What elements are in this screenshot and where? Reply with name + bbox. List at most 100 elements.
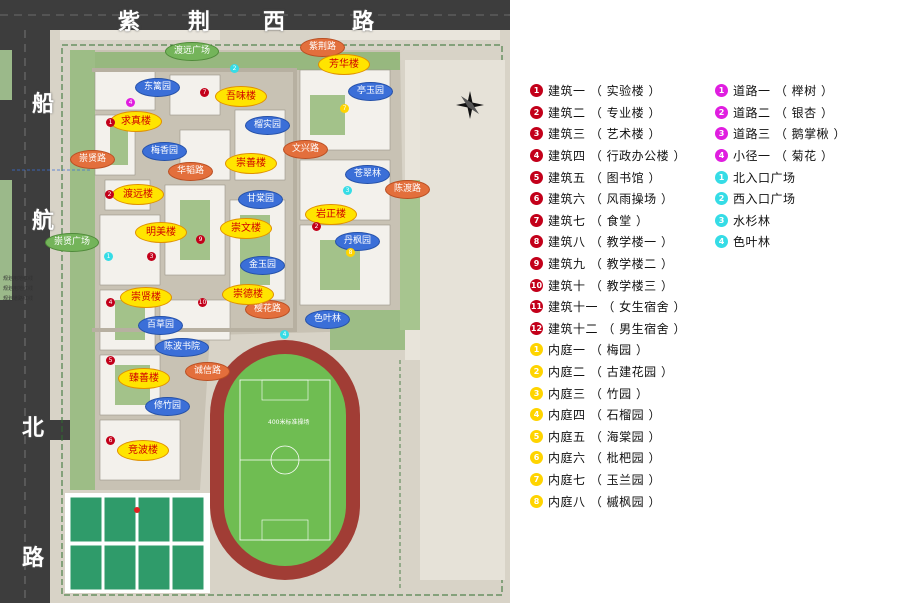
plaza-marker: 2 — [230, 64, 239, 73]
legend-label: 道路三 （ 鹅掌楸 ） — [733, 127, 846, 142]
legend-label: 建筑三 （ 艺术楼 ） — [548, 127, 661, 142]
legend-label: 色叶林 — [733, 235, 771, 250]
building-tag[interactable]: 岩正楼 — [305, 204, 357, 225]
building-tag[interactable]: 崇善楼 — [225, 153, 277, 174]
compass-icon — [456, 91, 484, 119]
garden-tag[interactable]: 百草园 — [138, 316, 184, 335]
building-marker: 3 — [147, 252, 156, 261]
legend-marker-icon: 3 — [530, 127, 543, 141]
legend-marker-icon: 12 — [530, 321, 543, 335]
building-marker: 5 — [106, 356, 115, 365]
road-tag[interactable]: 华韬路 — [168, 162, 214, 181]
road-tag[interactable]: 陈渡路 — [385, 180, 431, 199]
road-tag[interactable]: 文兴路 — [283, 140, 329, 159]
building-tag[interactable]: 崇贤楼 — [120, 287, 172, 308]
building-tag[interactable]: 渡远楼 — [112, 184, 164, 205]
garden-tag[interactable]: 丹枫园 — [335, 232, 381, 251]
legend-label: 建筑四 （ 行政办公楼 ） — [548, 149, 686, 164]
building-tag[interactable]: 臻善楼 — [118, 368, 170, 389]
plaza-marker: 3 — [343, 186, 352, 195]
plaza-tag[interactable]: 崇贤广场 — [45, 233, 100, 252]
building-marker: 10 — [198, 298, 207, 307]
legend-marker-icon: 4 — [715, 235, 728, 249]
plaza-tag[interactable]: 渡远广场 — [165, 42, 220, 61]
legend-label: 内庭七 （ 玉兰园 ） — [548, 472, 661, 487]
road-label-char: 西 — [263, 10, 286, 35]
legend-marker-icon: 7 — [530, 213, 543, 227]
legend-label: 建筑十一 （ 女生宿舍 ） — [548, 300, 686, 315]
road-label-char: 船 — [32, 92, 55, 117]
building-marker: 4 — [106, 298, 115, 307]
road-tag[interactable]: 诚信路 — [185, 362, 231, 381]
garden-tag[interactable]: 修竹园 — [145, 397, 191, 416]
road-label-char: 路 — [352, 10, 375, 35]
legend-label: 道路一 （ 榉树 ） — [733, 84, 834, 99]
legend-label: 内庭一 （ 梅园 ） — [548, 343, 649, 358]
garden-tag[interactable]: 苍翠林 — [345, 165, 391, 184]
legend-label: 西入口广场 — [733, 192, 796, 207]
garden-tag[interactable]: 陈波书院 — [155, 338, 210, 357]
legend-label: 内庭六 （ 枇杷园 ） — [548, 451, 661, 466]
road-tag[interactable]: 崇贤路 — [70, 150, 116, 169]
legend-marker-icon: 10 — [530, 278, 543, 292]
building-tag[interactable]: 崇文楼 — [220, 218, 272, 239]
garden-tag[interactable]: 榴实园 — [245, 116, 291, 135]
legend-label: 建筑五 （ 图书馆 ） — [548, 170, 661, 185]
building-tag[interactable]: 竞波楼 — [117, 440, 169, 461]
garden-tag[interactable]: 梅香园 — [142, 142, 188, 161]
legend-marker-icon: 2 — [530, 105, 543, 119]
legend-label: 建筑七 （ 食堂 ） — [548, 213, 649, 228]
garden-tag[interactable]: 东篱园 — [135, 78, 181, 97]
plaza-marker: 4 — [280, 330, 289, 339]
legend-marker-icon: 1 — [530, 84, 543, 98]
legend-marker-icon: 1 — [715, 84, 728, 98]
garden-tag[interactable]: 色叶林 — [305, 310, 351, 329]
garden-tag[interactable]: 金玉园 — [240, 256, 286, 275]
building-marker: 7 — [200, 88, 209, 97]
legend-marker-icon: 7 — [530, 472, 543, 486]
building-tag[interactable]: 吾味楼 — [215, 86, 267, 107]
building-tag[interactable]: 求真楼 — [110, 111, 162, 132]
road-tag[interactable]: 紫荆路 — [300, 38, 346, 57]
legend-item: 7 内庭七 （ 玉兰园 ） — [530, 469, 686, 491]
legend-label: 北入口广场 — [733, 170, 796, 185]
boundary-label: 规划用地红线 — [3, 286, 34, 292]
legend-label: 建筑一 （ 实验楼 ） — [548, 84, 661, 99]
building-tag[interactable]: 明美楼 — [135, 222, 187, 243]
building-marker: 9 — [196, 235, 205, 244]
legend-marker-icon: 1 — [530, 343, 543, 357]
legend-item: 3 建筑三 （ 艺术楼 ） — [530, 123, 686, 145]
legend-marker-icon: 8 — [530, 235, 543, 249]
legend-label: 小径一 （ 菊花 ） — [733, 149, 834, 164]
garden-tag[interactable]: 亭玉园 — [348, 82, 394, 101]
garden-tag[interactable]: 甘棠园 — [238, 190, 284, 209]
courtyard-marker: 8 — [346, 248, 355, 257]
legend-item: 1 道路一 （ 榉树 ） — [715, 80, 846, 102]
legend-label: 道路二 （ 银杏 ） — [733, 105, 834, 120]
legend-marker-icon: 3 — [715, 213, 728, 227]
legend-label: 建筑九 （ 教学楼二 ） — [548, 257, 674, 272]
legend-label: 建筑十 （ 教学楼三 ） — [548, 278, 674, 293]
road-label-char: 路 — [22, 546, 45, 571]
legend-label: 内庭四 （ 石榴园 ） — [548, 408, 661, 423]
road-label-char: 荆 — [188, 10, 211, 35]
building-tag[interactable]: 崇德楼 — [222, 284, 274, 305]
building-tag[interactable]: 芳华楼 — [318, 54, 370, 75]
legend-marker-icon: 2 — [530, 365, 543, 379]
boundary-label: 规划道路红线 — [3, 296, 34, 302]
